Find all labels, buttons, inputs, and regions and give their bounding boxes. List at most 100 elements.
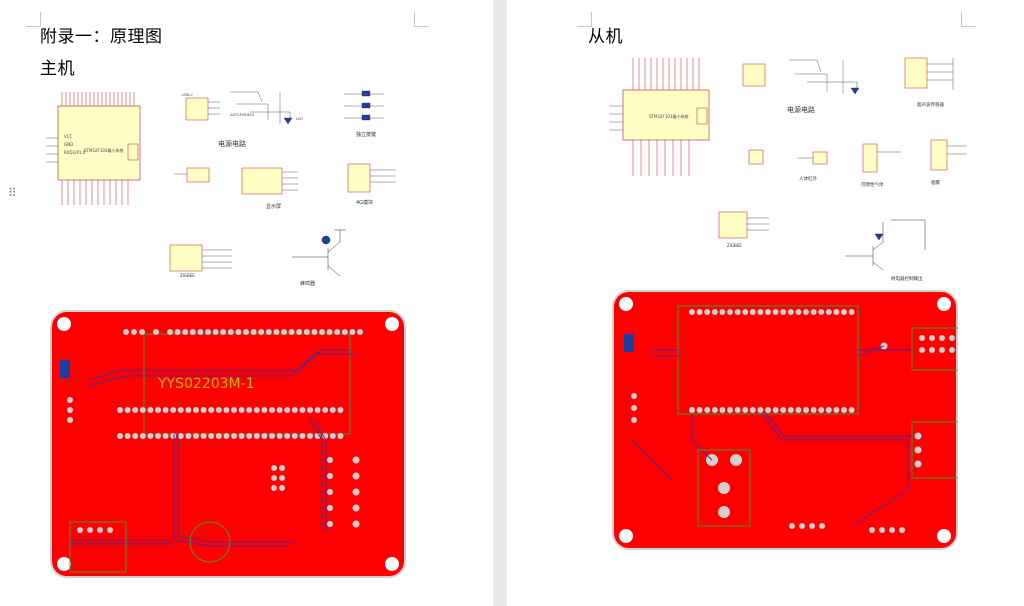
master-pcb: YYS02203M-1: [50, 310, 406, 578]
pcb-pad: [208, 433, 215, 439]
pcb-pad: [787, 407, 794, 413]
pcb-pad: [780, 309, 787, 315]
pcb-pad: [273, 329, 280, 335]
relay-label: 继电器控制输出: [891, 275, 923, 282]
margin-mark: [414, 12, 429, 27]
pcb-pad: [276, 433, 283, 439]
pcb-pad: [253, 433, 260, 439]
pcb-pad: [341, 329, 348, 335]
pcb-pad: [334, 329, 341, 335]
zigbee-symbol-slave: [718, 211, 769, 239]
keys-symbol: [344, 90, 384, 121]
pcb-pad: [238, 433, 245, 439]
pcb-pad: [261, 433, 268, 439]
pcb-pad: [848, 309, 855, 315]
pcb-pad: [296, 329, 303, 335]
pcb-pad: [231, 407, 237, 413]
appendix-heading: 附录一：原理图: [40, 27, 163, 47]
pcb-pad: [319, 329, 325, 335]
zigbee-label: ZIGBEE: [180, 273, 195, 278]
pcb-pad: [696, 309, 703, 315]
pcb-pad: [734, 309, 741, 315]
svg-text:USB-C: USB-C: [182, 93, 193, 97]
slave-heading: 从机: [588, 27, 623, 47]
pcb-pad: [185, 407, 192, 413]
pcb-pad: [757, 407, 764, 413]
pcb-pad: [742, 407, 749, 413]
pcb-pad: [719, 407, 726, 413]
document-page-right: 从机 STM32F103最小系统 电源电路: [507, 0, 1024, 606]
pcb-pad: [749, 407, 756, 413]
svg-text:LED: LED: [296, 117, 303, 121]
mcu-symbol-slave: STM32F103最小系统: [609, 58, 710, 176]
pcb-pad: [147, 407, 154, 413]
pcb-pad: [742, 309, 749, 315]
pcb-pad: [170, 407, 177, 413]
pcb-pad: [719, 309, 726, 315]
pcb-pad: [314, 407, 321, 413]
pcb-pad: [147, 433, 154, 439]
pcb-pad: [711, 407, 718, 413]
pcb-pad: [269, 433, 275, 439]
pcb-pad: [193, 433, 199, 439]
pcb-pad: [238, 407, 245, 413]
pcb-pad: [220, 329, 227, 335]
svg-text:VCC: VCC: [64, 134, 73, 139]
pcb-pad: [818, 309, 825, 315]
pcb-pad: [174, 329, 181, 335]
pcb-pad: [349, 329, 356, 335]
connector-symbol: [174, 167, 210, 183]
pcb-pad: [772, 407, 779, 413]
pcb-pad: [215, 407, 222, 413]
pcb-pad: [250, 329, 257, 335]
pcb-pad: [208, 407, 215, 413]
pcb-pad: [299, 433, 306, 439]
pcb-pad: [810, 407, 817, 413]
pcb-pad: [689, 309, 695, 315]
pcb-pad: [357, 329, 363, 335]
pcb-pad: [223, 407, 230, 413]
pcb-pad: [185, 433, 192, 439]
pcb-pad: [132, 407, 139, 413]
pcb-pad: [689, 407, 695, 413]
display-symbol: [241, 167, 298, 195]
power-label: 电源电路: [218, 139, 246, 148]
pcb-pad: [322, 407, 329, 413]
pcb-pad: [291, 433, 298, 439]
pcb-pad: [124, 433, 131, 439]
pcb-pad: [170, 433, 177, 439]
pcb-pad: [227, 329, 234, 335]
pcb-pad: [833, 407, 840, 413]
ultrasonic-symbol: [904, 57, 954, 90]
pcb-pad: [167, 329, 173, 335]
pcb-label: YYS02203M-1: [157, 376, 255, 392]
pcb-pad: [772, 309, 779, 315]
margin-mark: [961, 12, 976, 27]
pcb-pad: [155, 407, 161, 413]
zigbee-symbol: [169, 244, 232, 272]
zigbee-label-slave: ZIGBEE: [727, 243, 742, 248]
svg-text:RXD2/P1.0: RXD2/P1.0: [64, 150, 86, 155]
slave-pcb: [612, 290, 958, 550]
pcb-pad: [337, 407, 344, 413]
pcb-pad: [833, 309, 840, 315]
pcb-pad: [200, 407, 207, 413]
svg-text:GND: GND: [64, 142, 73, 147]
pcb-pad: [246, 407, 253, 413]
pcb-pad: [329, 407, 336, 413]
4g-label: 4G模块: [356, 199, 373, 206]
fan-symbol: [930, 139, 967, 171]
pcb-pad: [311, 329, 318, 335]
pcb-pad: [253, 407, 260, 413]
pcb-pad: [231, 433, 237, 439]
slave-schematic: STM32F103最小系统 电源电路 超声波传感器 人体红外 可燃性气体 烟雾 …: [609, 57, 967, 282]
pcb-pad: [193, 407, 199, 413]
display-label: 显示屏: [266, 204, 281, 210]
drag-handle-icon[interactable]: ⠿: [8, 186, 17, 200]
pcb-pad: [322, 433, 329, 439]
pcb-pad: [299, 407, 306, 413]
pcb-pad: [205, 329, 211, 335]
pcb-pad: [696, 407, 703, 413]
